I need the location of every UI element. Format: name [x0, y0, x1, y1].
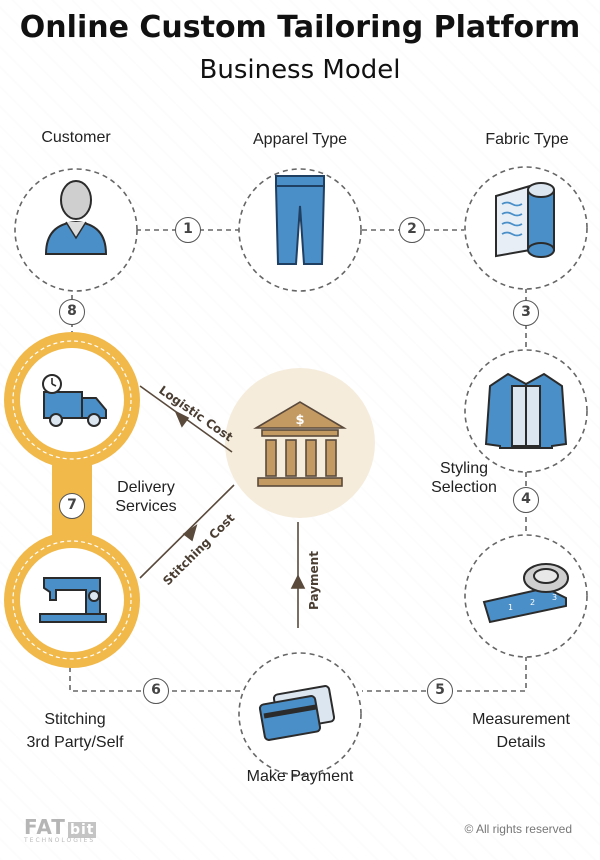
- step-badge-8: 8: [59, 299, 85, 325]
- jacket-icon: [484, 372, 568, 449]
- stitching-label: Stitching 3rd Party/Self: [26, 711, 124, 751]
- stitching-arrowhead: [182, 524, 198, 542]
- bank-icon: [253, 401, 347, 487]
- page-title: Online Custom Tailoring Platform: [19, 10, 581, 45]
- measurement-details-label: Measurement Details: [472, 711, 570, 751]
- delivery-truck-icon: [42, 374, 107, 427]
- fabric-type-label: Fabric Type: [485, 131, 569, 148]
- customer-label: Customer: [41, 129, 111, 146]
- step-badge-1: 1: [175, 217, 201, 243]
- stitching-cost-label: Stitching Cost: [160, 511, 237, 588]
- make-payment-label: Make Payment: [246, 768, 354, 785]
- credit-cards-icon: [258, 685, 336, 741]
- step-badge-4: 4: [513, 487, 539, 513]
- flow-arrows: [139, 385, 306, 628]
- customer-icon: [44, 180, 108, 255]
- bank-circle: [225, 368, 375, 518]
- sewing-machine-icon: [39, 577, 107, 623]
- step-badge-5: 5: [427, 678, 453, 704]
- logistic-cost-label: Logistic Cost: [156, 383, 235, 444]
- step-badge-7: 7: [59, 493, 85, 519]
- payment-arrowhead: [290, 574, 306, 589]
- page-subtitle: Business Model: [199, 55, 401, 85]
- svg-text:1: 1: [508, 603, 513, 612]
- fabric-roll-icon: [495, 182, 555, 258]
- step-badge-3: 3: [513, 300, 539, 326]
- bank-dollar-symbol: $: [295, 413, 304, 428]
- step-badge-2: 2: [399, 217, 425, 243]
- logistic-arrowhead: [174, 410, 190, 428]
- payment-label: Payment: [307, 551, 321, 610]
- step-badge-6: 6: [143, 678, 169, 704]
- delivery-services-label: Delivery Services: [115, 479, 177, 515]
- apparel-type-label: Apparel Type: [253, 131, 347, 148]
- svg-text:2: 2: [530, 598, 535, 607]
- styling-selection-label: Styling Selection: [431, 460, 497, 496]
- jeans-icon: [274, 175, 326, 265]
- svg-text:3: 3: [552, 593, 557, 602]
- delivery-stitching-group: [4, 332, 140, 668]
- measuring-tape-icon: 1 2 3: [482, 563, 569, 624]
- copyright-text: © All rights reserved: [464, 822, 572, 836]
